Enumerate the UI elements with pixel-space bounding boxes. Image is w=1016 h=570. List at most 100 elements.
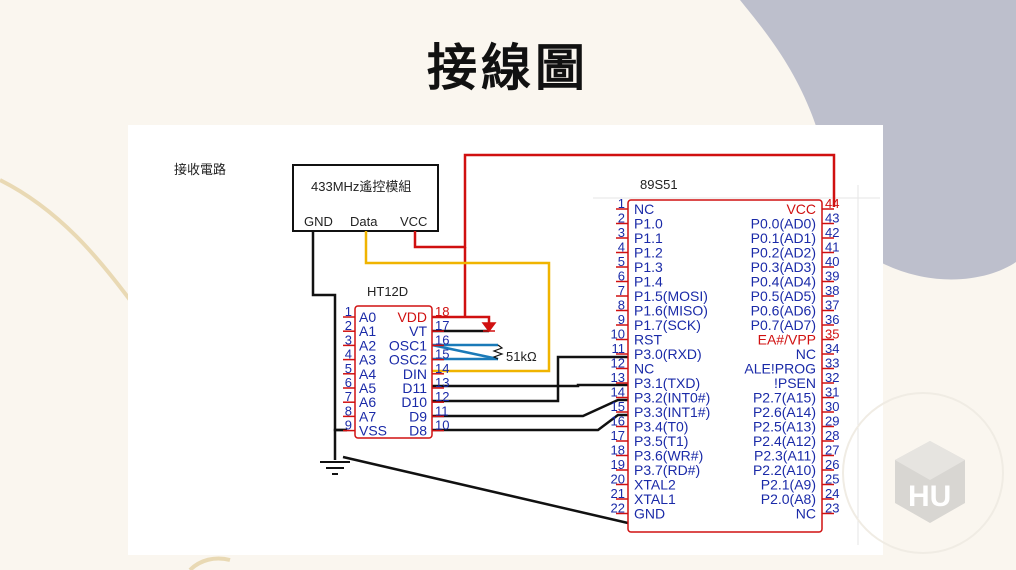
d11-wire	[432, 383, 628, 388]
decoder-pin-label: A2	[359, 337, 376, 353]
mcu-pin-number: 23	[825, 501, 839, 516]
decoder-pin-number: 7	[345, 389, 352, 404]
decoder-pin-label: VDD	[397, 309, 427, 325]
mcu-pin-label: P2.0(A8)	[761, 491, 816, 507]
mcu-pin-label: P3.5(T1)	[634, 433, 688, 449]
decoder-pin-number: 9	[345, 418, 352, 433]
background-grid	[593, 185, 880, 545]
mcu-pin-number: 26	[825, 457, 839, 472]
mcu-pin-label: P1.2	[634, 245, 663, 261]
decoder-pin-number: 2	[345, 318, 352, 333]
resistor-value: 51kΩ	[506, 349, 537, 364]
mcu-pin-label: XTAL2	[634, 477, 676, 493]
mcu-pin-number: 31	[825, 385, 839, 400]
mcu-pin-number: 41	[825, 240, 839, 255]
decoder-pin-number: 6	[345, 375, 352, 390]
mcu-pin-label: P3.1(TXD)	[634, 375, 700, 391]
circuit-label: 接收電路	[174, 162, 226, 177]
decoder-pin-label: OSC1	[389, 337, 427, 353]
mcu-pin-label: EA#/VPP	[758, 332, 816, 348]
page-title: 接線圖	[427, 39, 589, 97]
mcu-pin-number: 28	[825, 428, 839, 443]
mcu-pin-label: P1.1	[634, 230, 663, 246]
mcu-pin-label: P0.7(AD7)	[751, 317, 816, 333]
data-wire	[364, 231, 551, 373]
mcu-pin-number: 40	[825, 254, 839, 269]
bottom-curve-line	[188, 556, 231, 570]
d10-wire	[432, 355, 628, 403]
mcu-pin-number: 14	[611, 385, 625, 400]
schematic-panel: 接收電路 433MHz遙控模組 GND Data VCC	[128, 125, 883, 555]
decoder-pin-label: A4	[359, 366, 376, 382]
receiver-module	[292, 164, 439, 232]
decoder-pin-number: 11	[435, 403, 449, 418]
mcu-pin-number: 7	[618, 283, 625, 298]
decoder-pin-label: VSS	[359, 423, 387, 439]
decoder-pin-label: A7	[359, 408, 376, 424]
mcu-pin-label: P0.4(AD4)	[751, 274, 816, 290]
vss-ground-wire	[333, 428, 347, 460]
ground-icon	[320, 461, 350, 475]
mcu-pin-label: P2.4(A12)	[753, 433, 816, 449]
mcu-pin-number: 5	[618, 254, 625, 269]
decoder-pin-number: 13	[435, 375, 449, 390]
mcu-pin-label: P2.7(A15)	[753, 390, 816, 406]
mcu-pin-number: 44	[825, 196, 839, 211]
decoder-pin-label: A3	[359, 352, 376, 368]
decoder-pin-number: 16	[435, 332, 449, 347]
mcu-pin-number: 2	[618, 211, 625, 226]
service-ring-decoration	[842, 392, 1004, 554]
mcu-pin-label: ALE!PROG	[744, 361, 816, 377]
mcu-name: 89S51	[640, 177, 678, 192]
mcu-pin-label: P0.2(AD2)	[751, 245, 816, 261]
decoder-pin-number: 1	[345, 304, 352, 319]
left-curve-line	[0, 178, 132, 302]
decoder-pin-number: 3	[345, 332, 352, 347]
mcu-pin-number: 8	[618, 298, 625, 313]
mcu-pin-number: 35	[825, 327, 839, 342]
mcu-pin-number: 15	[611, 399, 625, 414]
decoder-pin-number: 18	[435, 304, 449, 319]
logo-icon: HU	[895, 441, 965, 523]
d9-wire	[432, 398, 628, 418]
decoder-pin-label: D10	[401, 394, 427, 410]
mcu-pin-number: 6	[618, 269, 625, 284]
mcu-pin-label: P0.6(AD6)	[751, 303, 816, 319]
schematic-diagram: 接收電路 433MHz遙控模組 GND Data VCC	[174, 153, 880, 545]
receiver-name: 433MHz遙控模組	[311, 179, 411, 194]
svg-text:HU: HU	[908, 480, 951, 513]
receiver-pin-data: Data	[350, 214, 378, 229]
wires	[311, 153, 836, 525]
resistor-link	[431, 343, 499, 361]
mcu-pin-label: !PSEN	[774, 375, 816, 391]
decoder-chip	[354, 305, 433, 439]
mcu-pin-label: NC	[634, 361, 654, 377]
mcu-pin-label: P0.0(AD0)	[751, 216, 816, 232]
mcu-pin-number: 22	[611, 501, 625, 516]
mcu-pin-number: 18	[611, 443, 625, 458]
receiver-pin-vcc: VCC	[400, 214, 427, 229]
mcu-pin-label: VCC	[786, 201, 816, 217]
mcu-pin-number: 16	[611, 414, 625, 429]
mcu-pin-label: P0.1(AD1)	[751, 230, 816, 246]
mcu-pin-number: 37	[825, 298, 839, 313]
decoder-pin-label: D11	[402, 380, 427, 396]
mcu-pin-number: 24	[825, 486, 839, 501]
receiver-pin-gnd: GND	[304, 214, 333, 229]
mcu-pin-label: P1.7(SCK)	[634, 317, 701, 333]
mcu-pin-number: 12	[611, 356, 625, 371]
vcc-wire	[413, 153, 836, 249]
mcu-pin-number: 4	[618, 240, 625, 255]
mcu-pin-label: XTAL1	[634, 491, 676, 507]
mcu-pin-number: 9	[618, 312, 625, 327]
mcu-pin-label: P1.5(MOSI)	[634, 288, 708, 304]
mcu-pin-number: 21	[611, 486, 625, 501]
mcu-pin-label: RST	[634, 332, 662, 348]
d8-wire	[432, 413, 628, 432]
mcu-pin-number: 13	[611, 370, 625, 385]
mcu-pin-label: GND	[634, 506, 665, 522]
decoder-pin-number: 4	[345, 347, 352, 362]
mcu-pin-label: P2.5(A13)	[753, 419, 816, 435]
